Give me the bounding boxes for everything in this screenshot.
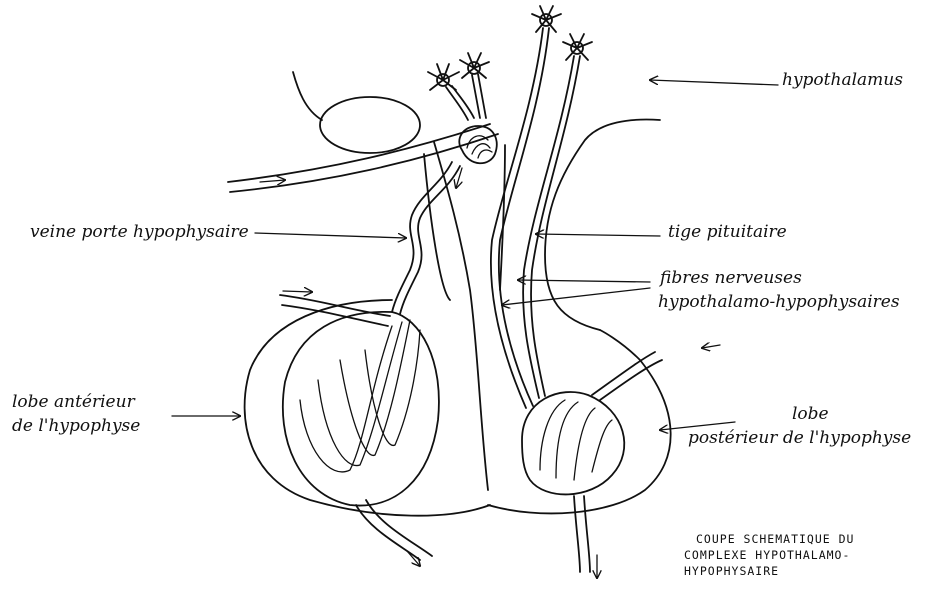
- caption-line1: COUPE SCHEMATIQUE DU: [696, 532, 854, 546]
- label-lobe-posterieur-line1: lobe: [792, 404, 829, 425]
- label-hypothalamus: hypothalamus: [782, 70, 903, 91]
- label-arrows: [172, 80, 778, 430]
- label-veine-porte: veine porte hypophysaire: [30, 222, 249, 243]
- label-lobe-anterieur-line1: lobe antérieur: [12, 392, 135, 413]
- label-tige-pituitaire: tige pituitaire: [668, 222, 787, 243]
- caption-line2: COMPLEXE HYPOTHALAMO-: [684, 548, 850, 562]
- label-lobe-posterieur-line2: postérieur de l'hypophyse: [688, 428, 911, 449]
- hypothalamus-nucleus: [293, 72, 420, 153]
- label-fibres-line2: hypothalamo-hypophysaires: [658, 292, 900, 313]
- caption-line3: HYPOPHYSAIRE: [684, 564, 779, 578]
- posterior-lobe: [488, 330, 720, 578]
- label-fibres-line1: fibres nerveuses: [660, 268, 802, 289]
- label-lobe-anterieur-line2: de l'hypophyse: [12, 416, 140, 437]
- anterior-lobe: [245, 291, 490, 566]
- pituitary-stalk: [424, 142, 505, 490]
